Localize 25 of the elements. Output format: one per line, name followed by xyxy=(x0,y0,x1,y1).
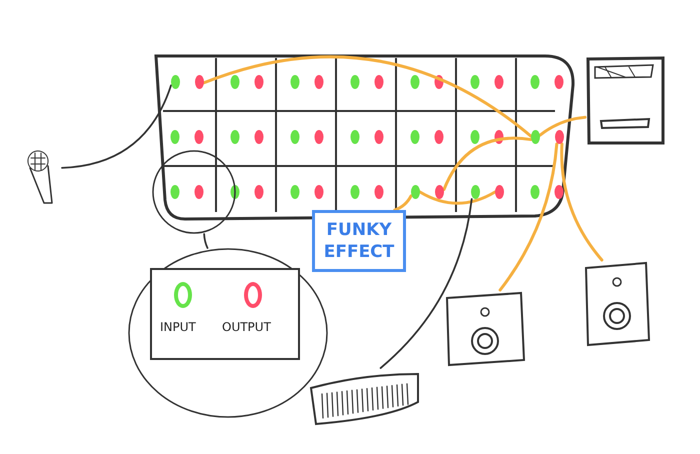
cable xyxy=(61,84,172,169)
browser-window-drawing xyxy=(585,55,667,147)
zoom-circle xyxy=(152,150,236,234)
patch-cable xyxy=(202,55,532,138)
patch-cable xyxy=(538,116,586,137)
jack-dot xyxy=(195,75,204,89)
patch-cable xyxy=(393,194,412,212)
patch-cable xyxy=(498,142,558,292)
speaker-drawing xyxy=(582,260,652,348)
jack-label: OUTPUT xyxy=(222,320,271,334)
effect-box: FUNKY EFFECT xyxy=(312,210,406,272)
jack-dot xyxy=(435,185,444,199)
cable xyxy=(380,198,473,369)
jack-dot xyxy=(531,130,540,144)
patch-cable xyxy=(560,142,604,262)
speaker-drawing xyxy=(443,290,527,368)
jack-detail-card xyxy=(150,268,300,360)
jack-dot xyxy=(555,130,564,144)
jack-dot xyxy=(411,185,420,199)
cable xyxy=(203,233,208,249)
jack-label: INPUT xyxy=(160,320,196,334)
patch-cable xyxy=(442,136,532,191)
jack-dot xyxy=(495,185,504,199)
jack-dot xyxy=(171,75,180,89)
jack-dot xyxy=(471,185,480,199)
